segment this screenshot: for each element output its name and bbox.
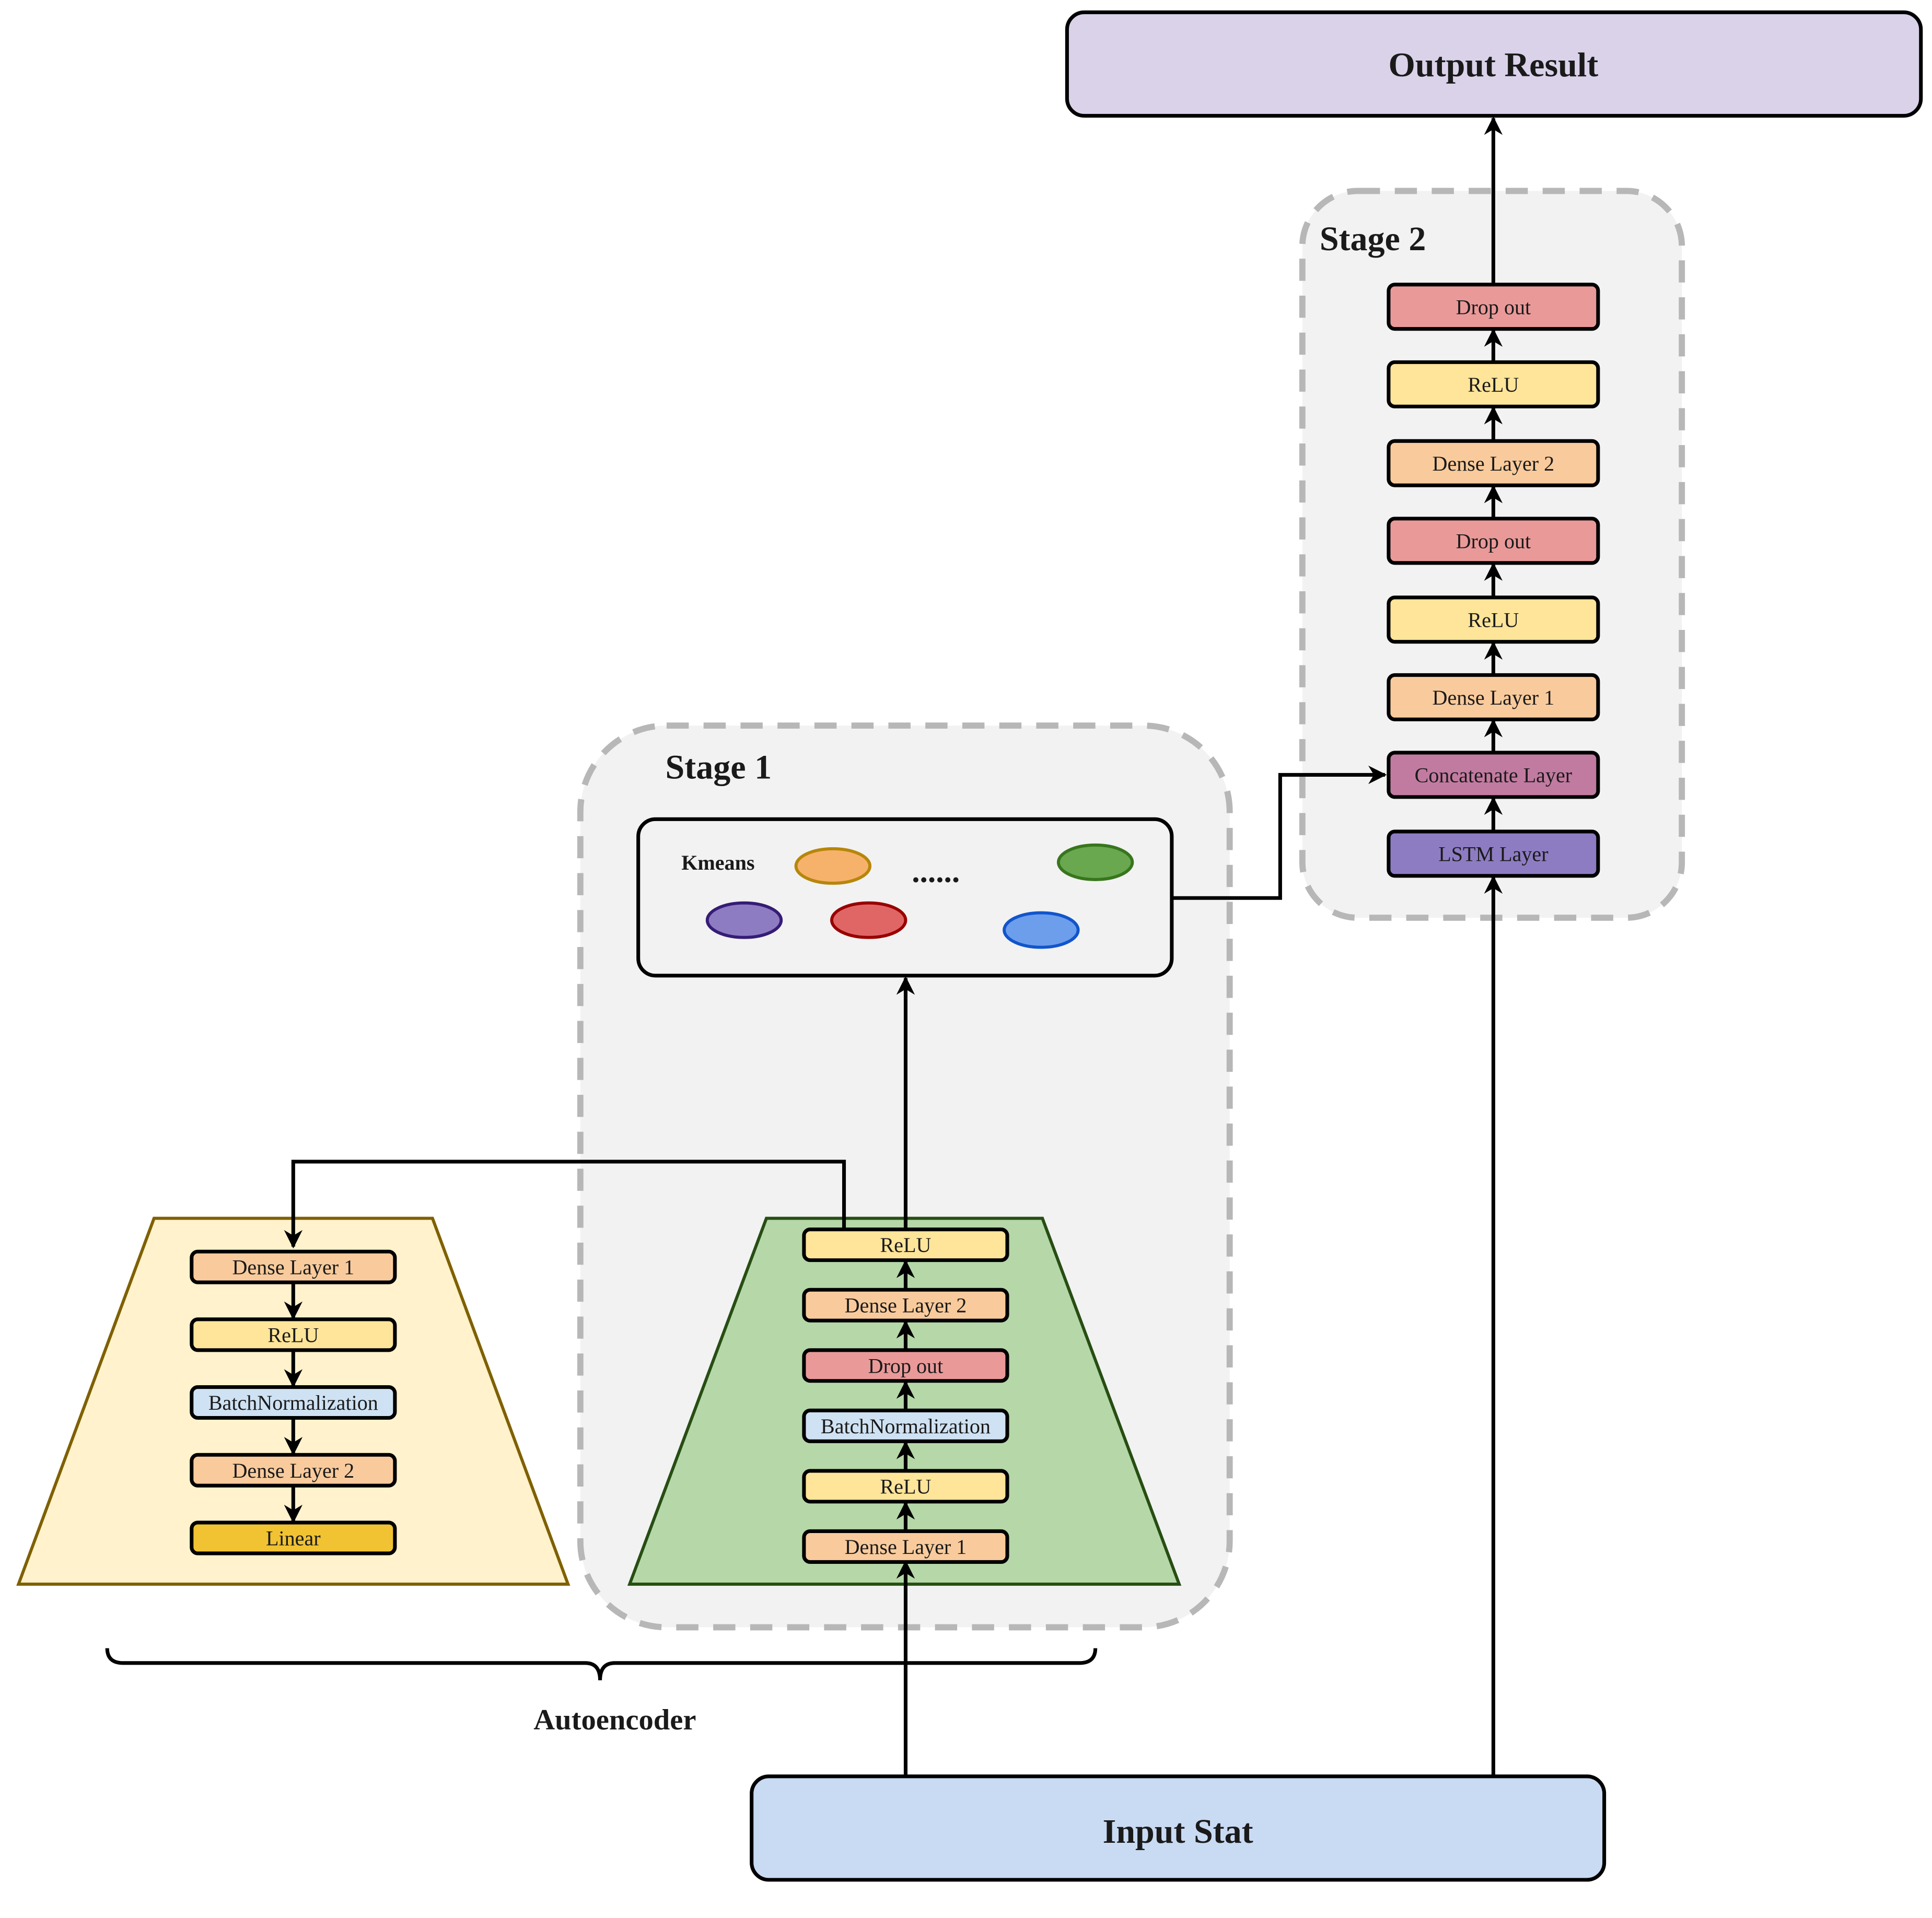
layer-label: Dense Layer 2: [845, 1294, 967, 1317]
layer-label: ReLU: [880, 1233, 931, 1257]
layer-label: LSTM Layer: [1438, 842, 1548, 866]
layer-label: Drop out: [1456, 529, 1531, 553]
layer-label: Dense Layer 2: [232, 1459, 354, 1482]
cluster-blue-icon: [1003, 911, 1080, 949]
encoder-stack: ReLU Dense Layer 2 Drop outBatchNormalizat…: [802, 1227, 1009, 1564]
cluster-orange-icon: [794, 847, 871, 885]
autoencoder-label: Autoencoder: [533, 1704, 696, 1736]
kmeans-clusters: [705, 843, 1134, 949]
layer-dense-layer-2: Dense Layer 2: [1387, 439, 1600, 487]
layer-label: Dense Layer 1: [845, 1535, 967, 1559]
kmeans-label: Kmeans: [681, 851, 754, 874]
layer-dense-layer-1: Dense Layer 1: [190, 1249, 397, 1284]
layer-relu: ReLU: [1387, 360, 1600, 408]
layer-label: Linear: [266, 1526, 321, 1550]
layer-label: ReLU: [1468, 373, 1519, 396]
layer-relu: ReLU: [802, 1469, 1009, 1504]
layer-drop-out: Drop out: [802, 1348, 1009, 1383]
layer-dense-layer-2: Dense Layer 2: [190, 1453, 397, 1488]
layer-lstm-layer: LSTM Layer: [1387, 829, 1600, 878]
cluster-purple-icon: [705, 901, 783, 939]
layer-label: Drop out: [1456, 295, 1531, 319]
decoder-stack: Dense Layer 1 ReLU BatchNormalizationDense…: [190, 1249, 397, 1556]
kmeans-box: [636, 817, 1174, 978]
input-stat-box: [750, 1774, 1607, 1882]
layer-label: Drop out: [868, 1354, 944, 1377]
kmeans-ellipsis: ......: [912, 854, 960, 890]
layer-dense-layer-1: Dense Layer 1: [802, 1529, 1009, 1564]
layer-concatenate-layer: Concatenate Layer: [1387, 751, 1600, 799]
layer-label: Dense Layer 1: [232, 1256, 354, 1279]
layer-label: ReLU: [1468, 608, 1519, 631]
layer-drop-out: Drop out: [1387, 517, 1600, 565]
layer-dense-layer-1: Dense Layer 1: [1387, 673, 1600, 721]
arrow-encoder-to-decoder: [284, 1160, 846, 1249]
layer-label: BatchNormalization: [821, 1414, 991, 1438]
arrow-kmeans-to-concat: [1171, 765, 1387, 900]
layer-linear: Linear: [190, 1521, 397, 1556]
layer-relu: ReLU: [190, 1317, 397, 1352]
layer-relu: ReLU: [802, 1227, 1009, 1262]
layer-relu: ReLU: [1387, 595, 1600, 644]
layer-batchnormalization: BatchNormalization: [802, 1408, 1009, 1443]
layer-drop-out: Drop out: [1387, 283, 1600, 331]
layer-batchnormalization: BatchNormalization: [190, 1385, 397, 1420]
autoencoder-brace: [105, 1648, 1098, 1680]
layer-label: ReLU: [267, 1323, 319, 1347]
layer-label: Concatenate Layer: [1415, 763, 1573, 787]
cluster-green-icon: [1056, 843, 1134, 881]
layer-dense-layer-2: Dense Layer 2: [802, 1288, 1009, 1323]
output-result-box: [1065, 10, 1923, 118]
layer-label: ReLU: [880, 1475, 931, 1498]
input-stat-label: Input Stat: [1103, 1812, 1253, 1851]
layer-box: [190, 1521, 397, 1556]
layer-label: BatchNormalization: [208, 1391, 378, 1414]
stage1-title: Stage 1: [666, 748, 772, 786]
layer-label: Dense Layer 2: [1433, 452, 1555, 475]
connectors: [284, 116, 1503, 1776]
cluster-red-icon: [830, 901, 907, 939]
stage2-title: Stage 2: [1320, 220, 1426, 258]
layer-label: Dense Layer 1: [1433, 686, 1555, 709]
output-result-label: Output Result: [1389, 46, 1599, 84]
